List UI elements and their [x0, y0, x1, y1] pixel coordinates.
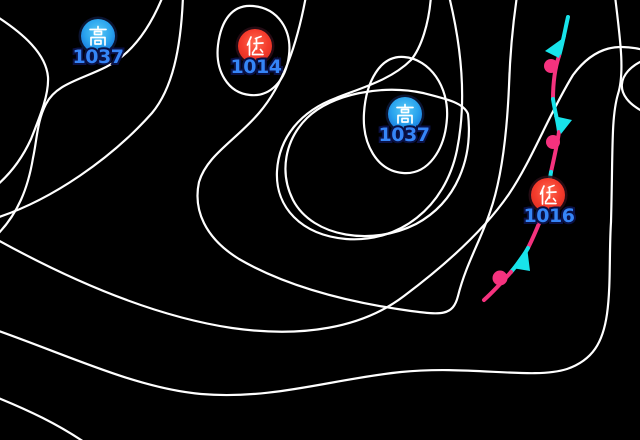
isobar-line	[275, 0, 464, 241]
stationary-front	[482, 15, 572, 302]
isobar-line	[620, 60, 640, 111]
pressure-value: 1016	[524, 205, 575, 227]
warm-front-segment	[549, 130, 561, 174]
pressure-marker-low-n[interactable]: 1014	[229, 26, 284, 80]
low-symbol-glyph-icon	[246, 35, 264, 56]
warm-front-dot-icon	[492, 270, 508, 286]
cold-front-triangle-icon	[554, 116, 572, 134]
pressure-value: 1014	[231, 56, 282, 78]
isobar-line	[0, 0, 184, 218]
warm-front-segment	[526, 219, 542, 250]
pressure-value: 1037	[379, 124, 430, 146]
isobar-line	[0, 0, 163, 234]
high-pressure-circle-icon	[81, 19, 115, 53]
isobar-closed-high-inner	[362, 55, 449, 175]
isobar-line	[0, 397, 84, 440]
isobar-line	[0, 45, 640, 333]
pressure-value: 1037	[73, 46, 124, 68]
isobar-closed-high-outer	[284, 88, 470, 238]
warm-front-dot-icon	[544, 59, 558, 73]
pressure-marker-high-c[interactable]: 1037	[377, 94, 432, 148]
cold-front-triangle-icon	[545, 36, 566, 58]
isobar-line	[0, 0, 623, 397]
high-pressure-circle-icon	[388, 97, 422, 131]
low-symbol-glyph-icon	[539, 184, 557, 205]
cold-front-triangle-icon	[512, 247, 530, 271]
warm-front-segment	[482, 270, 513, 302]
pressure-marker-high-nw[interactable]: 1037	[71, 16, 126, 70]
pressure-marker-low-e[interactable]: 1016	[522, 175, 577, 229]
high-symbol-glyph-icon	[89, 25, 107, 46]
warm-front-dot-icon	[546, 135, 560, 149]
isobar-closed-low-1014	[216, 4, 291, 97]
isobar-line	[0, 17, 50, 184]
high-symbol-glyph-icon	[396, 103, 414, 124]
warm-front-segment	[551, 54, 561, 101]
